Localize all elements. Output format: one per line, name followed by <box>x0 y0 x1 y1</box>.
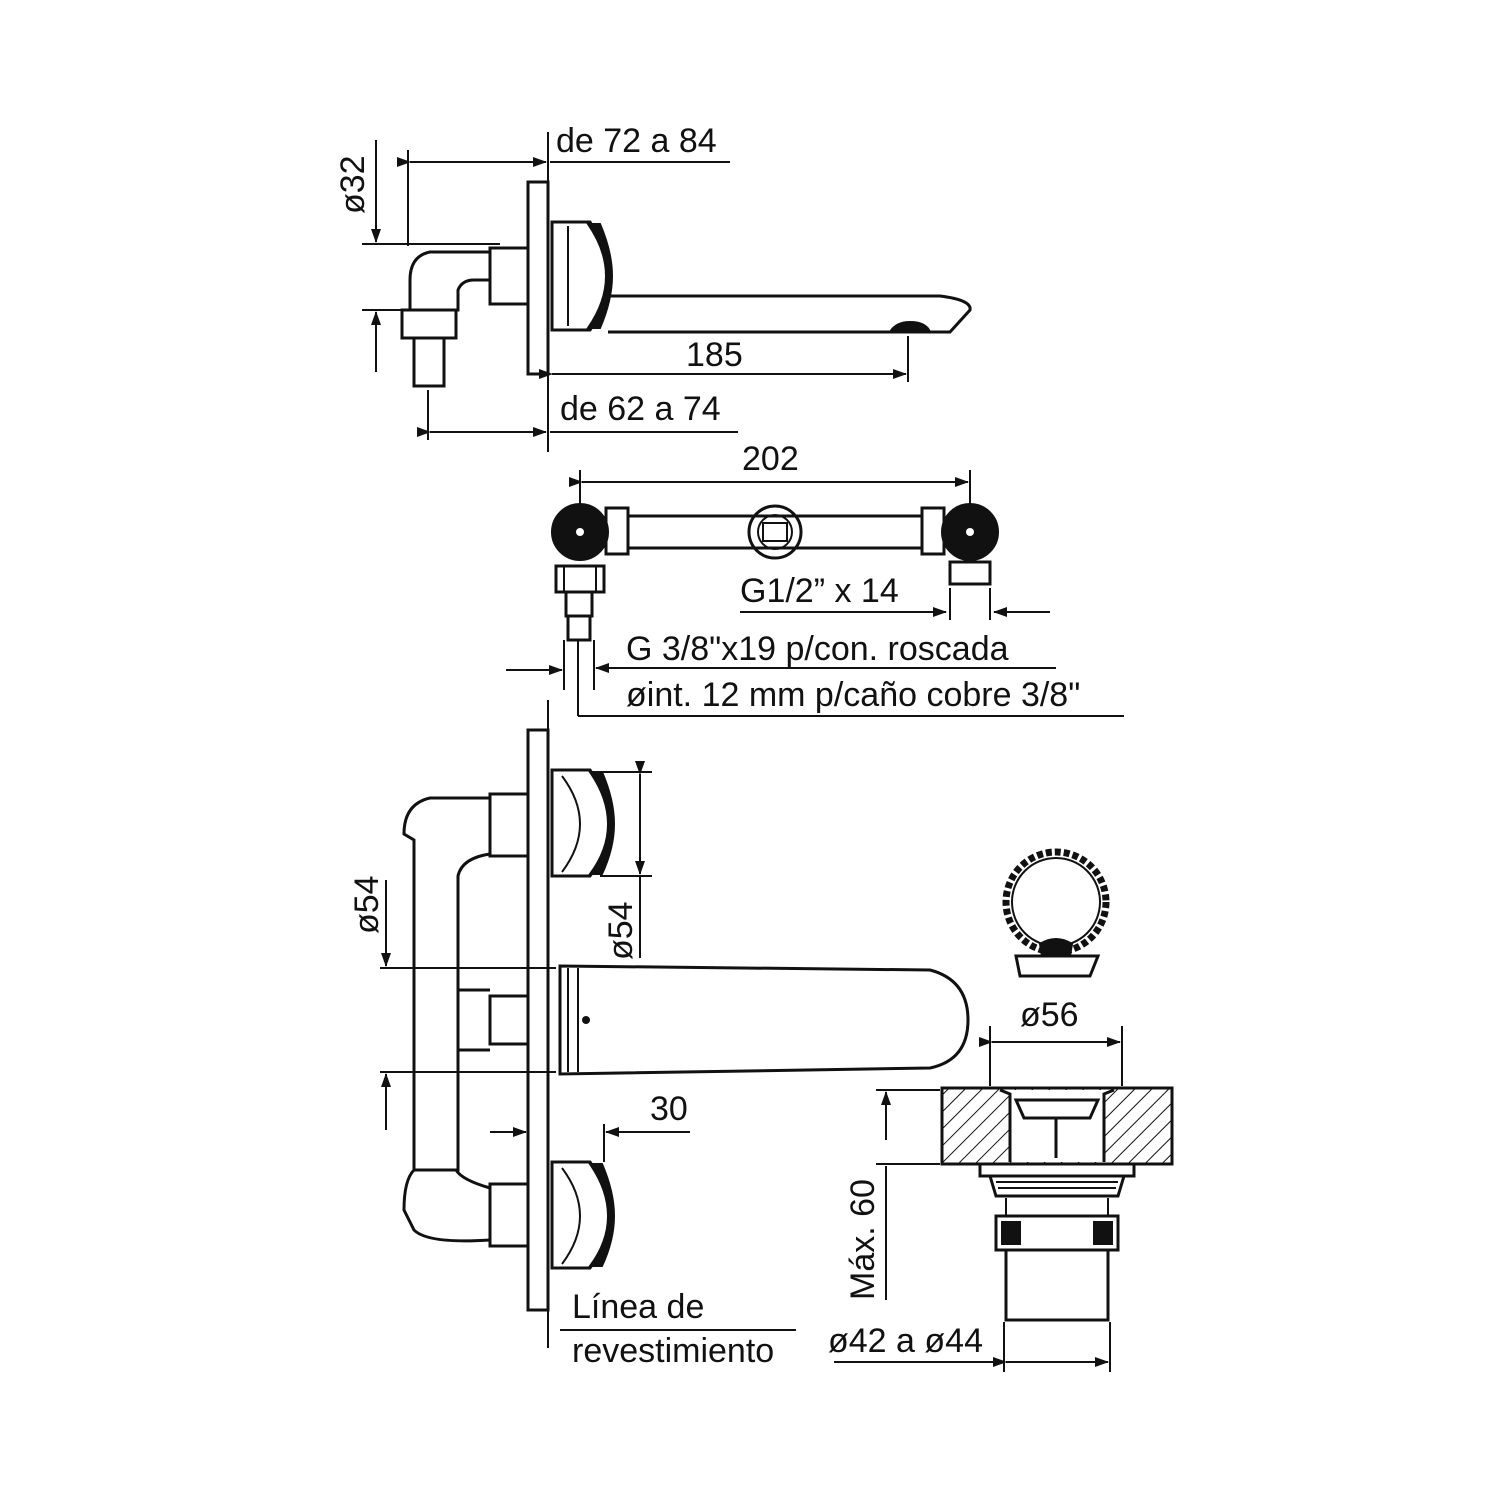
dim-spout-length-label: 185 <box>686 336 743 374</box>
back-piping-upper <box>402 796 491 1172</box>
front-view: ø54 ø54 30 Línea de revestimiento <box>348 700 970 1370</box>
top-view: de 72 a 84 ø32 185 de 62 a 74 <box>334 122 972 452</box>
dim-depth-min-label: de 62 a 74 <box>560 390 721 428</box>
dim-diameter-top-label: ø32 <box>334 155 372 214</box>
inlet-stub-right <box>948 560 992 586</box>
dim-depth-max-label: de 72 a 84 <box>556 122 717 160</box>
inlet-nut <box>400 308 458 340</box>
front-spout <box>558 964 970 1076</box>
handle-grip <box>586 223 614 329</box>
dim-max-height-label: Máx. 60 <box>844 1179 882 1300</box>
drain-tailpiece <box>1004 1248 1110 1322</box>
front-wall-plate <box>526 728 550 1312</box>
wall-line-label-2: revestimiento <box>572 1332 774 1370</box>
center-outlet <box>747 504 803 560</box>
thread-label: G1/2” x 14 <box>740 572 899 610</box>
connection-label: G 3/8"x19 p/con. roscada <box>626 630 1009 668</box>
dim-offset-label: 30 <box>650 1090 688 1128</box>
inlet-pipe <box>412 336 446 388</box>
back-piping-lower <box>402 1168 491 1243</box>
drain-flange <box>1013 1098 1101 1120</box>
drain-view: ø56 Máx. 60 ø42 a ø44 <box>828 848 1174 1372</box>
chain-ring <box>1002 848 1110 956</box>
inlet-nipple <box>488 246 528 306</box>
dim-flange-label: ø56 <box>1020 996 1079 1034</box>
valve-crossbar <box>626 514 924 550</box>
dim-diameter-left-label: ø54 <box>348 875 386 934</box>
valve-body-view: 202 G1/2” x 14 G 3/8"x19 p/con. roscada <box>506 440 1124 717</box>
wall-plate <box>526 180 550 376</box>
drain-plug <box>1014 954 1101 978</box>
spout <box>608 294 972 334</box>
inlet-elbow <box>408 250 490 312</box>
pipe-label: øint. 12 mm p/caño cobre 3/8" <box>626 676 1080 714</box>
dim-width-label: 202 <box>742 440 799 478</box>
dim-diameter-handle-label: ø54 <box>602 901 640 960</box>
dim-hole-label: ø42 a ø44 <box>828 1322 983 1360</box>
inlet-pipe-left <box>566 614 592 642</box>
wall-line-label-1: Línea de <box>572 1288 704 1326</box>
aerator <box>888 320 932 333</box>
